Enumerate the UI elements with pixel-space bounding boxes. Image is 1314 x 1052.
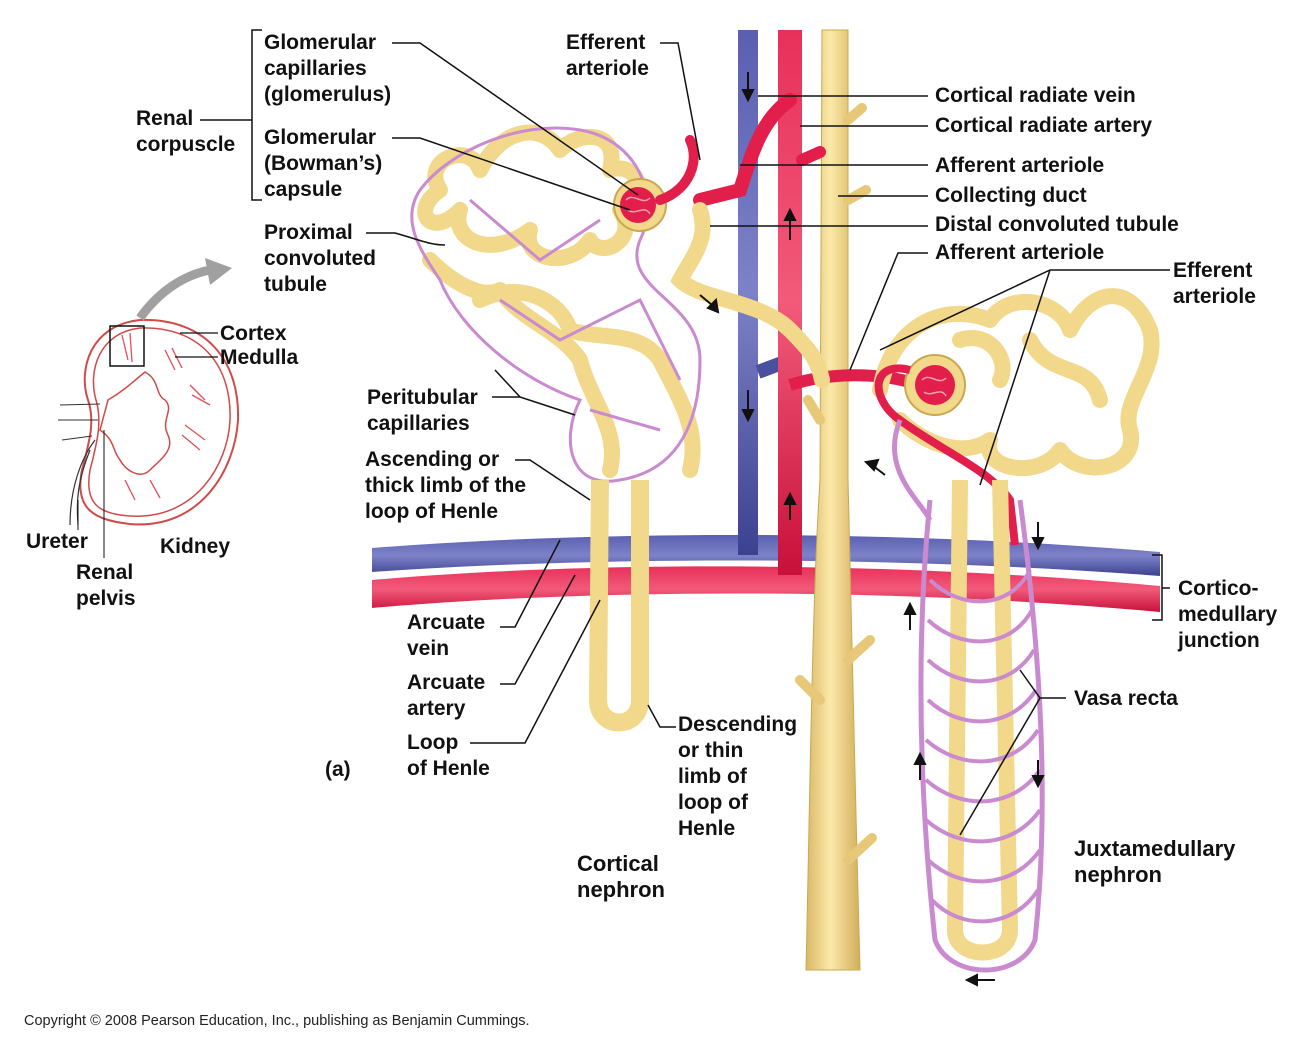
- efferent-arteriole-top: [655, 135, 699, 205]
- kidney-inset: [58, 258, 240, 558]
- distal-tubule: [670, 202, 830, 388]
- label-distal-convoluted-tubule: Distal convoluted tubule: [935, 213, 1179, 236]
- renal-pelvis-outline: [99, 371, 171, 475]
- label-ascending-limb: Ascending or thick limb of the loop of H…: [365, 448, 527, 523]
- arcuate-artery: [372, 566, 1160, 612]
- afferent-arteriole-right: [788, 369, 922, 391]
- label-proximal-convoluted-tubule: Proximal convoluted tubule: [264, 221, 377, 296]
- label-corticomedullary-junction: Cortico- medullary junction: [1178, 577, 1278, 652]
- kidney-inset-box: [109, 325, 145, 367]
- label-cortical-radiate-vein: Cortical radiate vein: [935, 84, 1136, 107]
- label-glomerular-capsule: Glomerular (Bowman’s) capsule: [264, 126, 383, 201]
- cortical-radiate-artery: [778, 30, 802, 575]
- label-cortical-radiate-artery: Cortical radiate artery: [935, 114, 1153, 137]
- title-juxtamedullary-nephron: Juxtamedullary nephron: [1074, 836, 1236, 887]
- label-renal-pelvis: Renal pelvis: [76, 561, 136, 610]
- loop-of-henle-cortical: [588, 479, 649, 732]
- leader-lines: [200, 29, 1170, 836]
- loop-of-henle-jm: [946, 479, 1019, 961]
- collecting-duct: [805, 29, 861, 971]
- label-arcuate-artery: Arcuate artery: [407, 671, 486, 720]
- peritubular-capillaries: [410, 126, 702, 483]
- label-peritubular-capillaries: Peritubular capillaries: [367, 386, 478, 435]
- cortical-nephron: [410, 124, 830, 732]
- label-ureter: Ureter: [26, 530, 88, 553]
- label-glomerular-capillaries: Glomerular capillaries (glomerulus): [264, 31, 392, 106]
- glomerulus: [620, 187, 656, 223]
- inset-zoom-arrow: [136, 265, 211, 321]
- kidney-outline: [79, 318, 240, 526]
- label-descending-limb: Descending or thin limb of loop of Henle: [678, 713, 798, 840]
- juxtamedullary-nephron: [872, 288, 1160, 973]
- label-vasa-recta: Vasa recta: [1074, 687, 1178, 710]
- panel-label: (a): [325, 758, 351, 781]
- label-afferent-arteriole-2: Afferent arteriole: [935, 241, 1105, 264]
- cortical-radiate-vein: [738, 30, 758, 555]
- label-renal-corpuscle: Renal corpuscle: [136, 107, 236, 156]
- label-cortex: Cortex: [220, 322, 287, 345]
- label-kidney: Kidney: [160, 535, 231, 558]
- label-afferent-arteriole: Afferent arteriole: [935, 154, 1105, 177]
- glomerulus-jm: [915, 365, 955, 405]
- copyright-notice: Copyright © 2008 Pearson Education, Inc.…: [24, 1013, 530, 1029]
- label-medulla: Medulla: [220, 346, 299, 369]
- label-loop-of-henle: Loop of Henle: [407, 731, 490, 780]
- flow-arrows: [699, 72, 1045, 987]
- title-cortical-nephron: Cortical nephron: [577, 851, 665, 902]
- afferent-arteriole-top: [693, 93, 797, 207]
- vasa-recta: [918, 499, 1045, 973]
- label-efferent-arteriole-right: Efferent arteriole: [1173, 259, 1256, 308]
- label-arcuate-vein: Arcuate vein: [407, 611, 486, 660]
- label-efferent-arteriole-top: Efferent arteriole: [566, 31, 649, 80]
- label-collecting-duct: Collecting duct: [935, 184, 1087, 207]
